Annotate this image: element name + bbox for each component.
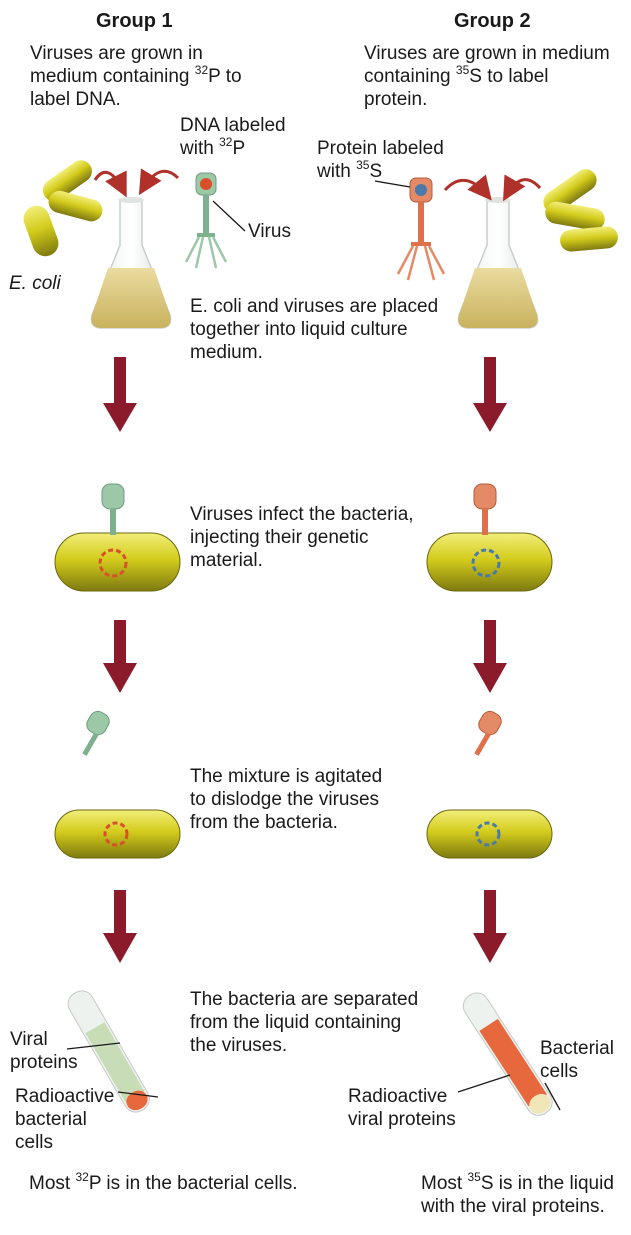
ecoli-icon — [20, 156, 105, 260]
ecoli-label: E. coli — [9, 272, 61, 295]
group2-title: Group 2 — [454, 10, 531, 33]
group1-intro: Viruses are grown in medium containing 3… — [30, 42, 242, 111]
bacteriophage-icon — [186, 173, 226, 268]
down-arrow-icon — [103, 357, 507, 963]
bacteriophage-icon — [474, 484, 496, 535]
bacteriophage-icon — [82, 708, 112, 755]
flask-icon — [91, 197, 170, 328]
bacterium-icon — [55, 810, 180, 858]
group2-intro: Viruses are grown in medium containing 3… — [364, 42, 610, 111]
bacteriophage-icon — [398, 178, 444, 280]
protein-label: Protein labeled with 35S — [317, 137, 444, 183]
ecoli-icon — [539, 165, 619, 253]
flask-icon — [458, 197, 537, 328]
group2-result: Most 35S is in the liquid with the viral… — [421, 1172, 614, 1218]
curved-arrow-icon — [142, 171, 178, 190]
curved-arrow-icon — [506, 180, 540, 196]
step2-text: Viruses infect the bacteria,injecting th… — [190, 503, 414, 572]
curved-arrow-icon — [95, 172, 124, 192]
bacterium-icon — [55, 533, 180, 591]
curved-arrow-icon — [445, 180, 488, 196]
group1-title: Group 1 — [96, 10, 173, 33]
dna-label: DNA labeled with 32P — [180, 114, 286, 160]
bacteriophage-icon — [102, 484, 124, 535]
bacteriophage-icon — [474, 708, 504, 755]
bacterium-icon — [427, 810, 552, 858]
group1-result: Most 32P is in the bacterial cells. — [29, 1172, 298, 1195]
bacterium-icon — [427, 533, 552, 591]
virus-label: Virus — [248, 220, 291, 243]
